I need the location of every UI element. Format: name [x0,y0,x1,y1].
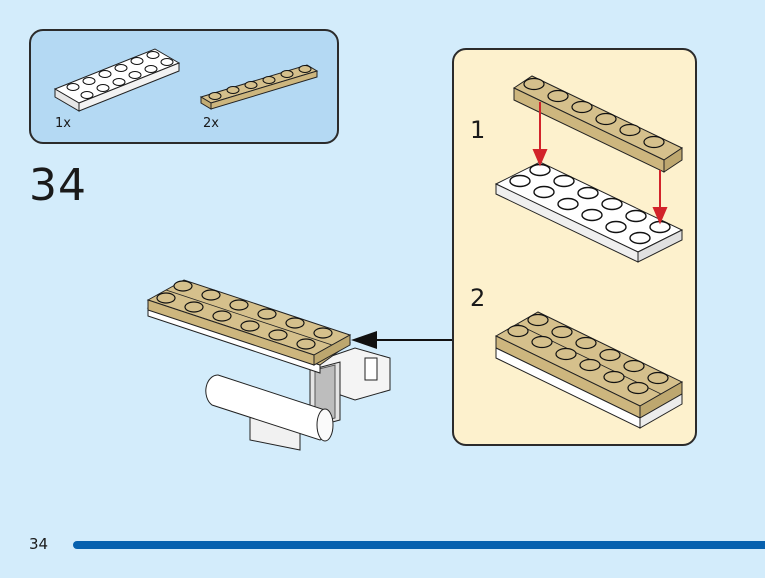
white-2x6-plate-icon [53,48,181,112]
substep-callout-box: 1 2 [452,48,697,446]
parts-list-box: 1x 2x [29,29,339,144]
main-model-illustration [146,279,391,451]
part-quantity-tan-plate: 2x [203,116,219,131]
red-placement-arrows [532,102,668,225]
footer-bar [73,541,765,549]
page-number: 34 [29,535,49,553]
substep-1-illustration [494,75,684,263]
step-number: 34 [29,160,87,211]
substep-number-2: 2 [470,284,486,312]
substep-2-illustration [494,311,684,429]
part-quantity-white-plate: 1x [55,116,71,131]
substep-number-1: 1 [470,116,486,144]
tan-1x6-plate-icon [199,64,319,110]
callout-arrow [351,330,454,350]
white-bar-piece [205,374,334,451]
